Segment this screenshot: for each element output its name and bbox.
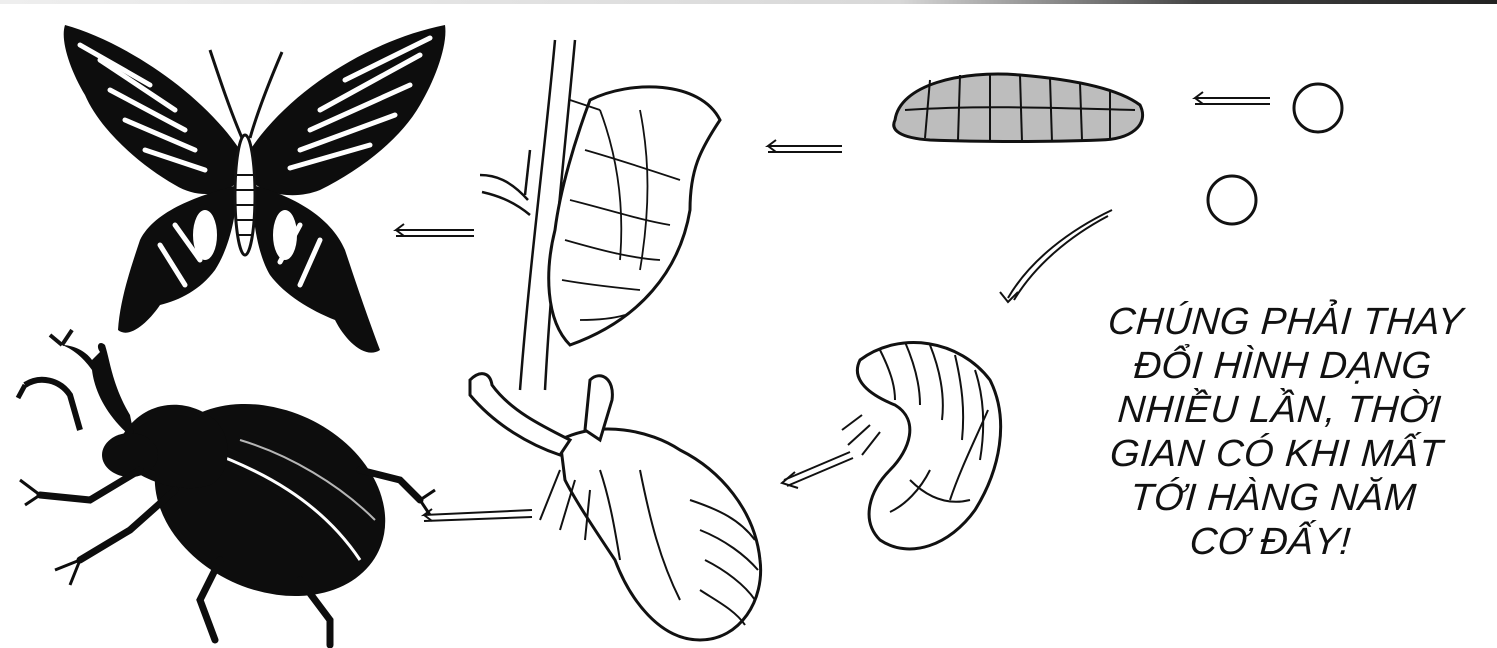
caption-line-3: NHIỀU LẦN, THỜI xyxy=(1078,388,1481,432)
caption-line-1: CHÚNG PHẢI THAY xyxy=(1084,300,1487,344)
butterfly xyxy=(64,25,446,353)
beetle-grub xyxy=(842,342,1001,549)
caption-line-4: GIAN CÓ KHI MẤT xyxy=(1075,432,1478,476)
beetle-pupa xyxy=(470,374,761,640)
rhinoceros-beetle xyxy=(18,330,435,645)
caption-line-5: TỚI HÀNG NĂM xyxy=(1072,476,1475,520)
chrysalis xyxy=(549,87,720,345)
speech-caption: CHÚNG PHẢI THAY ĐỔI HÌNH DẠNG NHIỀU LẦN,… xyxy=(1069,300,1487,564)
caterpillar xyxy=(894,73,1143,142)
caption-line-6: CƠ ĐẤY! xyxy=(1069,520,1472,564)
butterfly-egg xyxy=(1294,84,1342,132)
caption-line-2: ĐỔI HÌNH DẠNG xyxy=(1081,344,1484,388)
beetle-egg xyxy=(1208,176,1256,224)
